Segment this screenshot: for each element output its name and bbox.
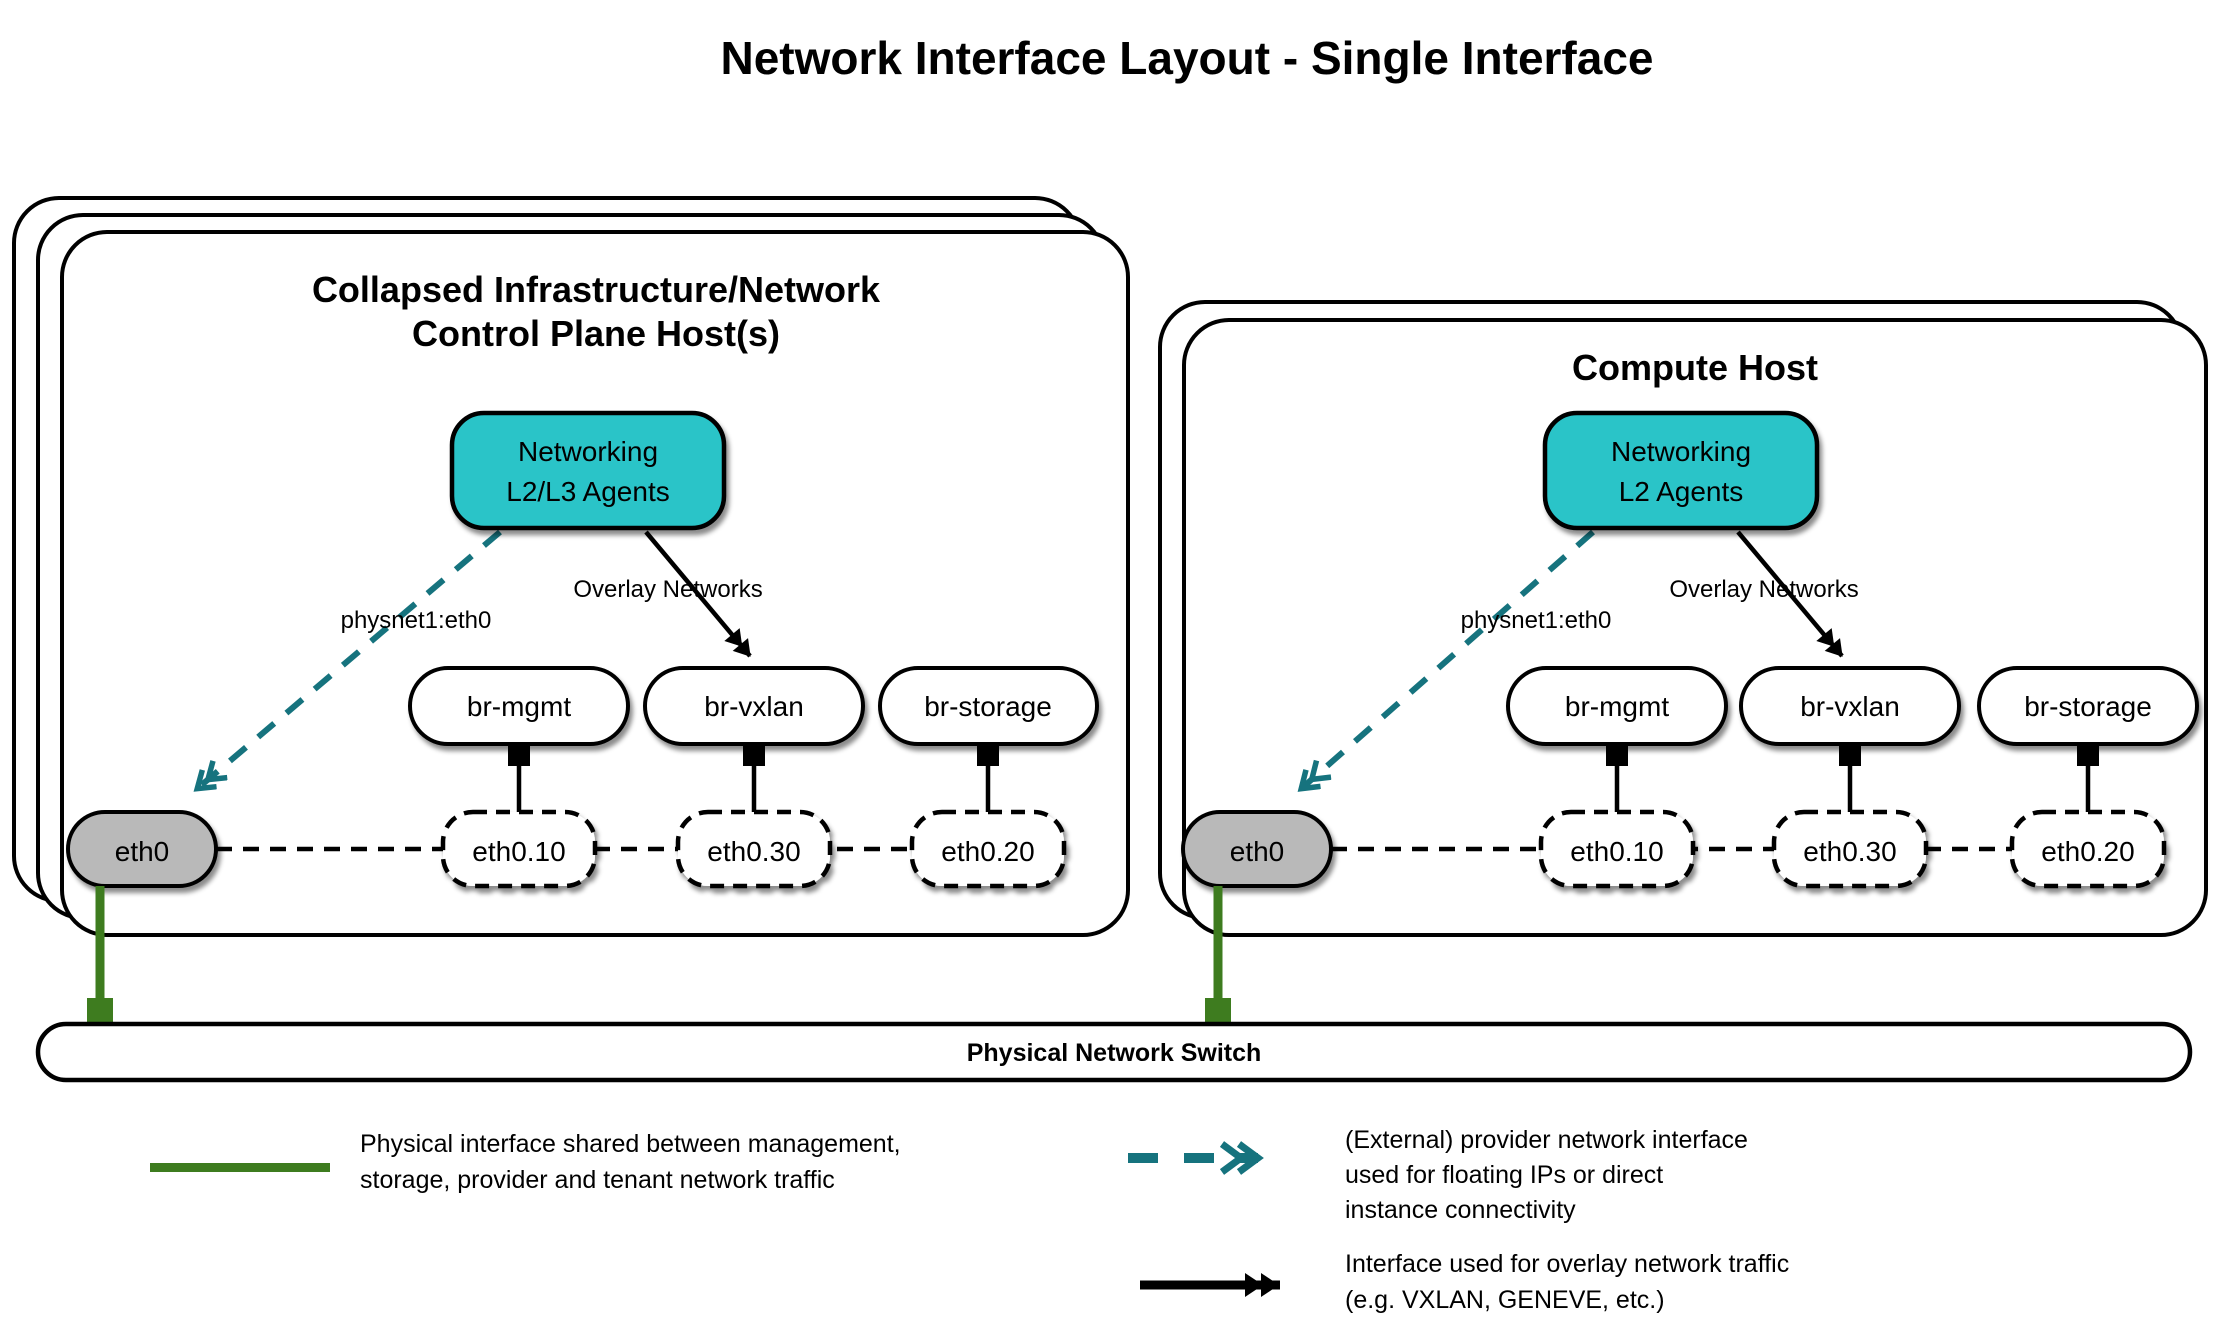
legend-physical-line-icon	[150, 1163, 330, 1172]
vlan-interface-label: eth0.10	[1570, 836, 1663, 867]
overlay-link-label: Overlay Networks	[1669, 576, 1858, 603]
overlay-link-label: Overlay Networks	[573, 576, 762, 603]
page-title: Network Interface Layout - Single Interf…	[720, 32, 1653, 84]
bridge-port-icon	[743, 744, 765, 766]
bridge-node	[408, 666, 630, 746]
vlan-interface-node	[675, 809, 833, 889]
bridge-node	[1506, 666, 1728, 746]
host-title: Collapsed Infrastructure/Network	[312, 269, 881, 310]
physical-interface-node	[1181, 810, 1333, 888]
vlan-interface-node	[2009, 809, 2167, 889]
legend-physical-text: Physical interface shared between manage…	[360, 1130, 901, 1158]
compute-host-group: Compute Host physnet1:eth0 Overlay Netwo…	[1158, 300, 2208, 937]
vlan-interface-label: eth0.30	[1803, 836, 1896, 867]
physical-network-switch	[35, 1021, 2193, 1083]
legend-provider-text: used for floating IPs or direct	[1345, 1161, 1663, 1189]
legend-provider-text: instance connectivity	[1345, 1196, 1576, 1224]
bridge-node	[1739, 666, 1961, 746]
legend-provider-text: (External) provider network interface	[1345, 1126, 1748, 1154]
switch-port-icon	[1205, 998, 1231, 1024]
vlan-interface-label: eth0.10	[472, 836, 565, 867]
physical-interface-label: eth0	[1230, 836, 1285, 867]
host-title: Compute Host	[1572, 347, 1818, 388]
bridge-label: br-vxlan	[1800, 691, 1900, 722]
vlan-interface-label: eth0.20	[2041, 836, 2134, 867]
control-plane-host-group: Collapsed Infrastructure/Network Control…	[12, 196, 1130, 937]
physical-interface-node	[66, 810, 218, 888]
bridge-label: br-vxlan	[704, 691, 804, 722]
vlan-interface-node	[440, 809, 598, 889]
bridge-label: br-storage	[2024, 691, 2152, 722]
overlay-network-link	[644, 530, 752, 658]
bridge-label: br-storage	[924, 691, 1052, 722]
vlan-interface-label: eth0.30	[707, 836, 800, 867]
legend-physical-text: storage, provider and tenant network tra…	[360, 1166, 835, 1194]
networking-agents-node	[449, 410, 727, 531]
networking-agents-label: L2 Agents	[1619, 476, 1744, 507]
bridge-label: br-mgmt	[467, 691, 571, 722]
bridge-port-icon	[508, 744, 530, 766]
networking-agents-label: Networking	[1611, 436, 1751, 467]
vlan-interface-node	[909, 809, 1067, 889]
bridge-port-icon	[2077, 744, 2099, 766]
legend: Physical interface shared between manage…	[150, 1126, 1789, 1314]
host-title: Control Plane Host(s)	[412, 313, 780, 354]
switch-port-icon	[87, 998, 113, 1024]
physical-network-switch-label: Physical Network Switch	[967, 1039, 1262, 1067]
provider-network-link	[198, 529, 502, 788]
vlan-interface-node	[1538, 809, 1696, 889]
bridge-port-icon	[977, 744, 999, 766]
networking-agents-node	[1542, 410, 1820, 531]
networking-agents-label: Networking	[518, 436, 658, 467]
bridge-node	[1977, 666, 2199, 746]
physical-interface-label: eth0	[115, 836, 170, 867]
legend-overlay-text: (e.g. VXLAN, GENEVE, etc.)	[1345, 1286, 1665, 1314]
overlay-network-link	[1736, 530, 1844, 658]
bridge-node	[878, 666, 1099, 746]
networking-agents-label: L2/L3 Agents	[506, 476, 669, 507]
bridge-port-icon	[1839, 744, 1861, 766]
legend-overlay-text: Interface used for overlay network traff…	[1345, 1250, 1789, 1278]
bridge-label: br-mgmt	[1565, 691, 1669, 722]
control-plane-host-box	[60, 230, 1130, 937]
vlan-interface-label: eth0.20	[941, 836, 1034, 867]
provider-link-label: physnet1:eth0	[1461, 607, 1612, 634]
provider-link-label: physnet1:eth0	[341, 607, 492, 634]
vlan-interface-node	[1771, 809, 1929, 889]
bridge-node	[643, 666, 865, 746]
provider-network-link	[1302, 529, 1595, 788]
compute-host-box	[1182, 318, 2208, 937]
bridge-port-icon	[1606, 744, 1628, 766]
